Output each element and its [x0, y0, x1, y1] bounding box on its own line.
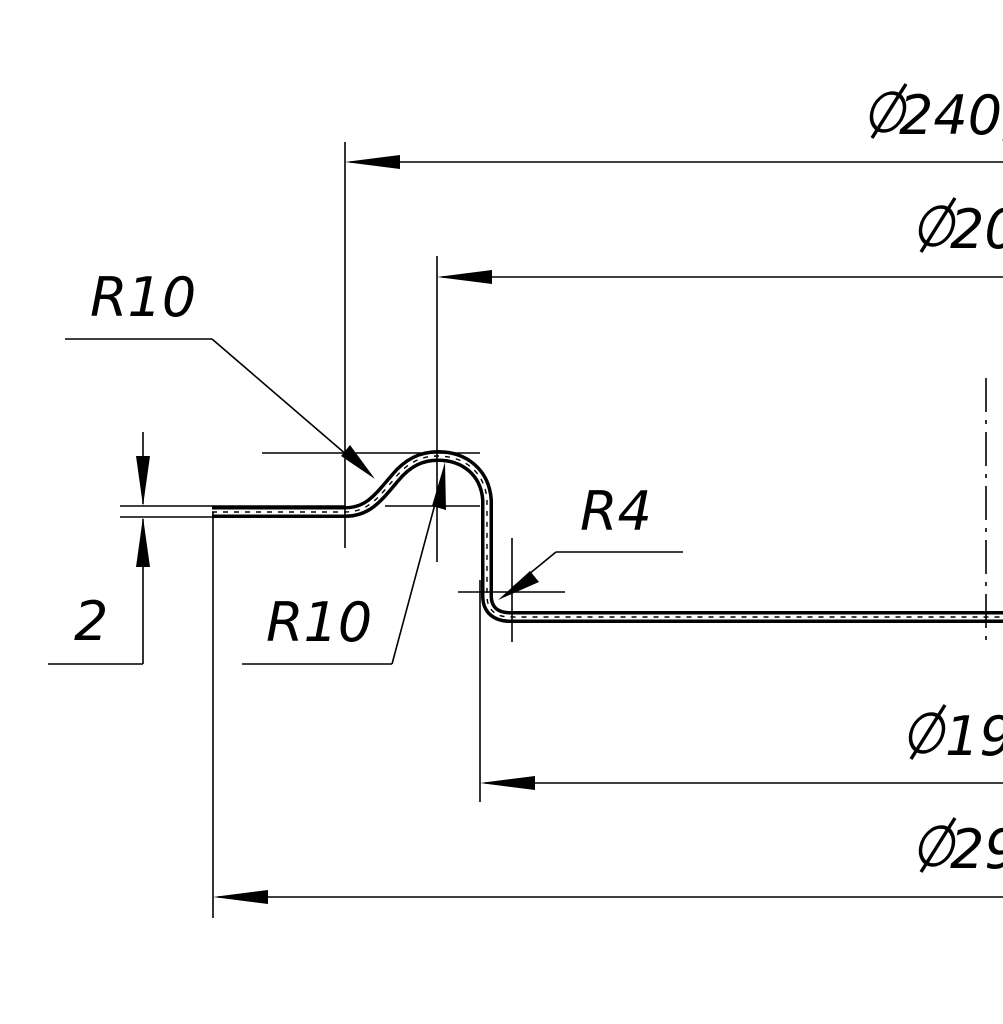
leader-r10-bottom [242, 462, 446, 665]
diameter-symbol-icon [918, 817, 957, 873]
dim-d19 [480, 776, 1003, 790]
radius-label-r4: R4 [580, 480, 652, 543]
label-d29: 29 [918, 817, 1003, 881]
arrow-head [437, 270, 492, 284]
dim-d240 [345, 155, 1003, 169]
arrow-head [136, 517, 150, 567]
arrow-head [480, 776, 535, 790]
profile-hatching [212, 455, 1003, 618]
leader-r10-top [65, 338, 375, 479]
arrow-head [432, 462, 446, 510]
thickness-label: 2 [74, 590, 108, 653]
arrow-head [498, 571, 539, 600]
dim-label-d19: 19 [945, 705, 1003, 768]
radius-label-top: R10 [90, 266, 196, 329]
arrow-head [345, 155, 400, 169]
leader-r4 [498, 551, 683, 600]
arrow-head [213, 890, 268, 904]
dim-d29 [213, 890, 1003, 904]
arrow-head [136, 456, 150, 506]
dim-d20 [437, 270, 1003, 284]
dim-thickness [48, 432, 150, 665]
dim-label-d29: 29 [950, 818, 1003, 881]
sheet-profile [212, 450, 1003, 623]
extension-lines [120, 142, 565, 918]
diameter-symbol-icon [918, 197, 957, 253]
arrow-head [341, 445, 375, 479]
diameter-symbol-icon [908, 704, 947, 760]
dim-label-d20: 20 [950, 198, 1003, 261]
label-d20: 20 [918, 197, 1003, 261]
radius-label-bottom: R10 [266, 591, 372, 654]
diameter-symbol-icon [869, 83, 908, 139]
label-d19: 19 [908, 704, 1003, 768]
label-d240: 240, [869, 83, 1003, 147]
dim-label-d240: 240, [899, 84, 1003, 147]
